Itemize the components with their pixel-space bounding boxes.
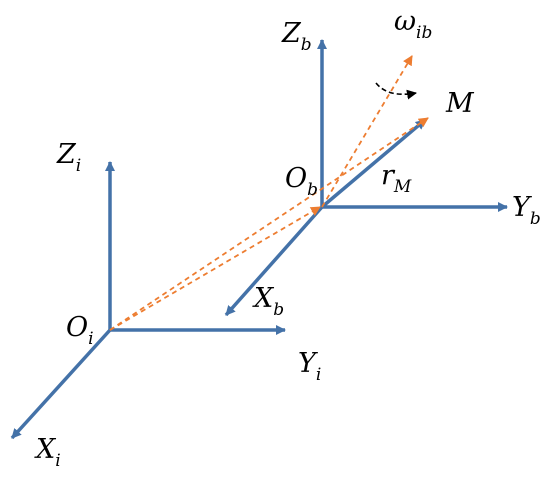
body-frame <box>224 39 508 317</box>
label-rm: rM <box>381 160 412 197</box>
oi-to-m-vector <box>109 117 429 331</box>
omega-vector <box>321 55 413 208</box>
label-ob: Ob <box>285 163 318 200</box>
inertial-frame <box>10 161 286 440</box>
label-xi: Xi <box>34 434 61 471</box>
label-zb: Zb <box>281 18 312 55</box>
label-oi: Oi <box>66 312 94 349</box>
dashed-vectors <box>109 55 429 331</box>
oi-to-ob-vector <box>109 206 321 331</box>
label-omega: ωib <box>394 6 432 43</box>
rotation-arrow-icon <box>375 82 417 100</box>
label-yi: Yi <box>298 348 321 385</box>
xi-axis <box>10 328 112 440</box>
rm-vector <box>320 118 427 209</box>
label-m: M <box>445 88 475 119</box>
xb-axis <box>224 205 324 317</box>
label-yb: Yb <box>512 192 541 229</box>
label-xb: Xb <box>252 283 284 320</box>
label-zi: Zi <box>56 139 81 176</box>
